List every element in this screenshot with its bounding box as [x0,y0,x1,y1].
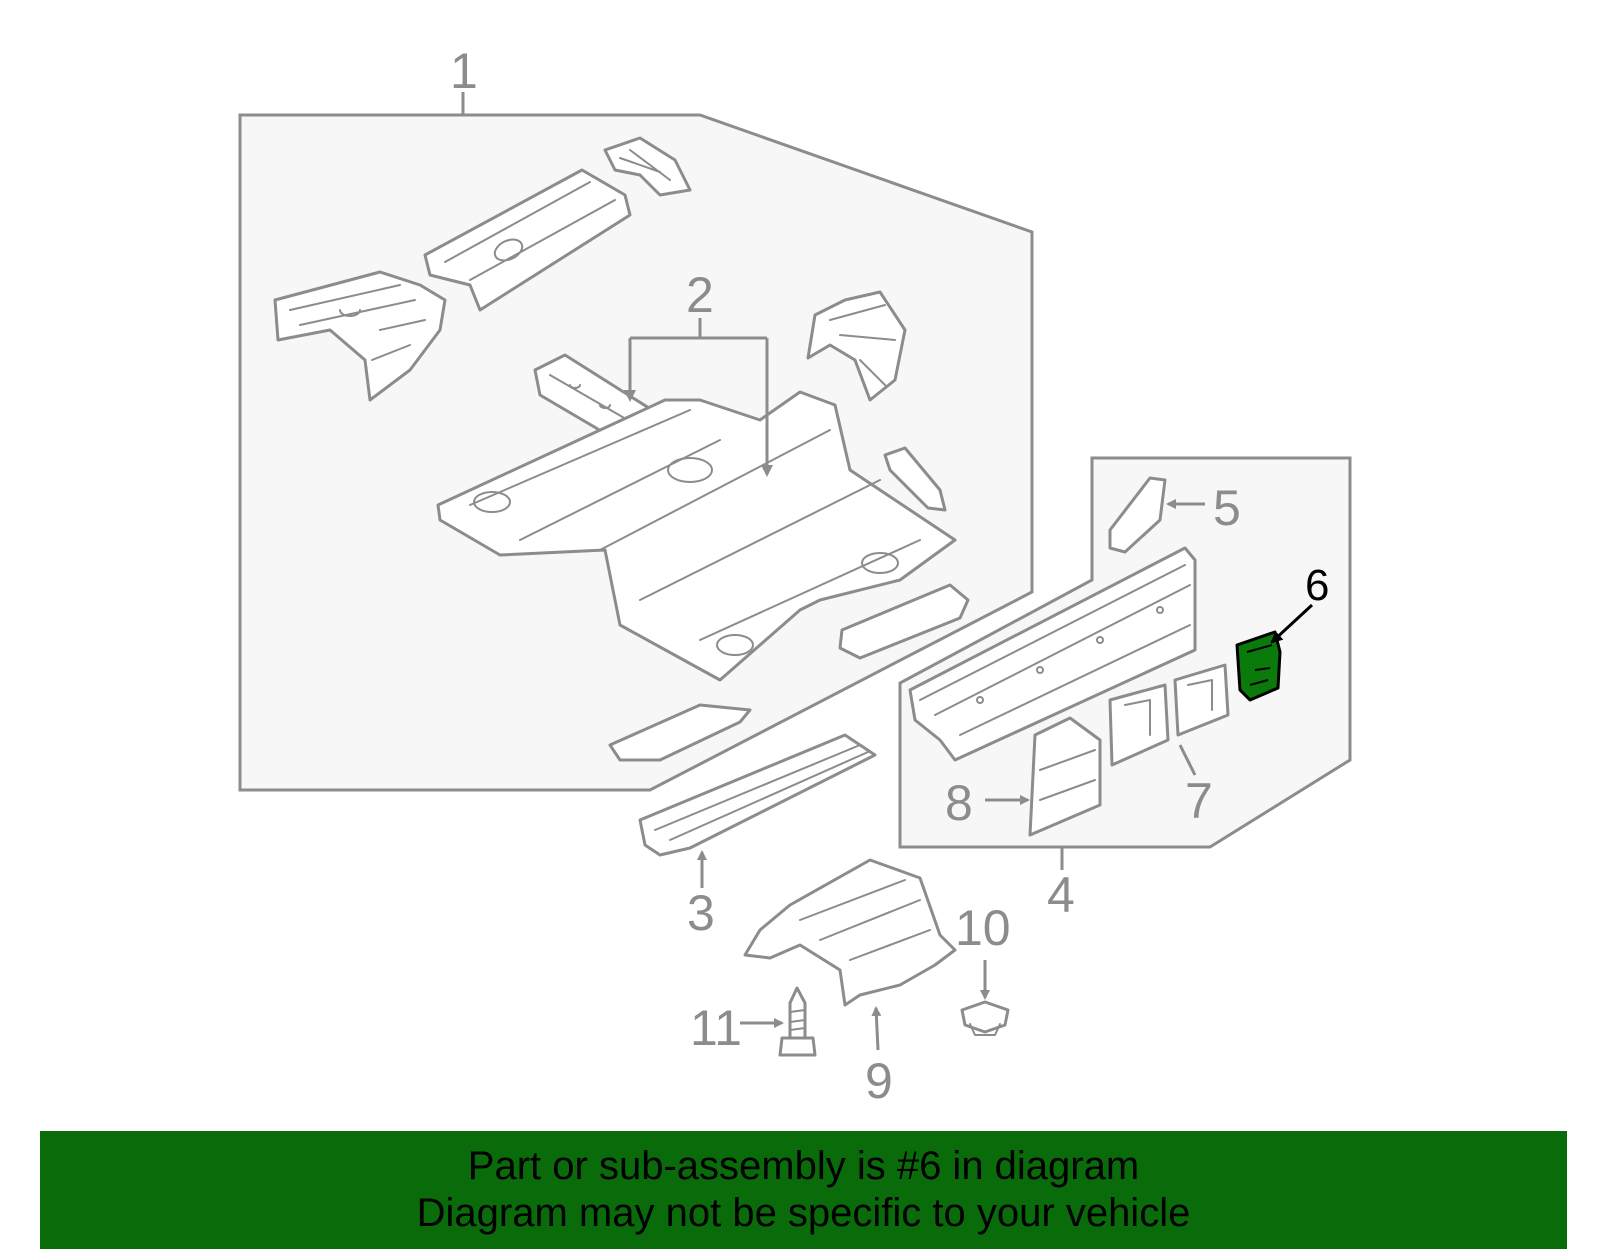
callout-5: 5 [1213,480,1241,536]
part-7-brackets [1108,663,1230,767]
info-banner: Part or sub-assembly is #6 in diagram Di… [40,1131,1567,1249]
part-5-bracket [1108,476,1167,554]
callout-10: 10 [955,900,1011,956]
callout-8: 8 [945,775,973,831]
left-rear-rail [273,270,447,402]
banner-line-1: Part or sub-assembly is #6 in diagram [467,1144,1140,1188]
rocker-panel [908,546,1197,762]
leader-7 [1178,744,1197,776]
small-plate [608,703,752,762]
callout-11: 11 [690,1000,742,1056]
callout-4: 4 [1047,867,1075,923]
small-bracket-b [838,583,970,660]
part-9-shield [743,858,957,1007]
leader-2-arrow-left [624,390,636,402]
small-bracket-a [883,446,947,512]
callout-6: 6 [1305,561,1329,610]
leader-9 [871,1006,882,1051]
leader-2 [628,318,769,472]
rear-crossmember [423,136,692,312]
part-8-plate [1028,716,1102,837]
banner-line-2: Diagram may not be specific to your vehi… [416,1191,1191,1235]
callout-1: 1 [450,43,478,99]
callout-9: 9 [865,1053,893,1109]
front-floor-pan [436,390,957,682]
leader-2-arrow-right [761,465,773,477]
callout-2: 2 [686,267,714,323]
part-10-nut [960,1000,1010,1036]
part-3-rail [638,733,877,857]
right-rear-bracket [806,290,907,402]
part-11-bolt [778,986,817,1057]
leader-6 [1270,603,1314,644]
callout-7: 7 [1185,773,1213,829]
callout-3: 3 [687,885,715,941]
